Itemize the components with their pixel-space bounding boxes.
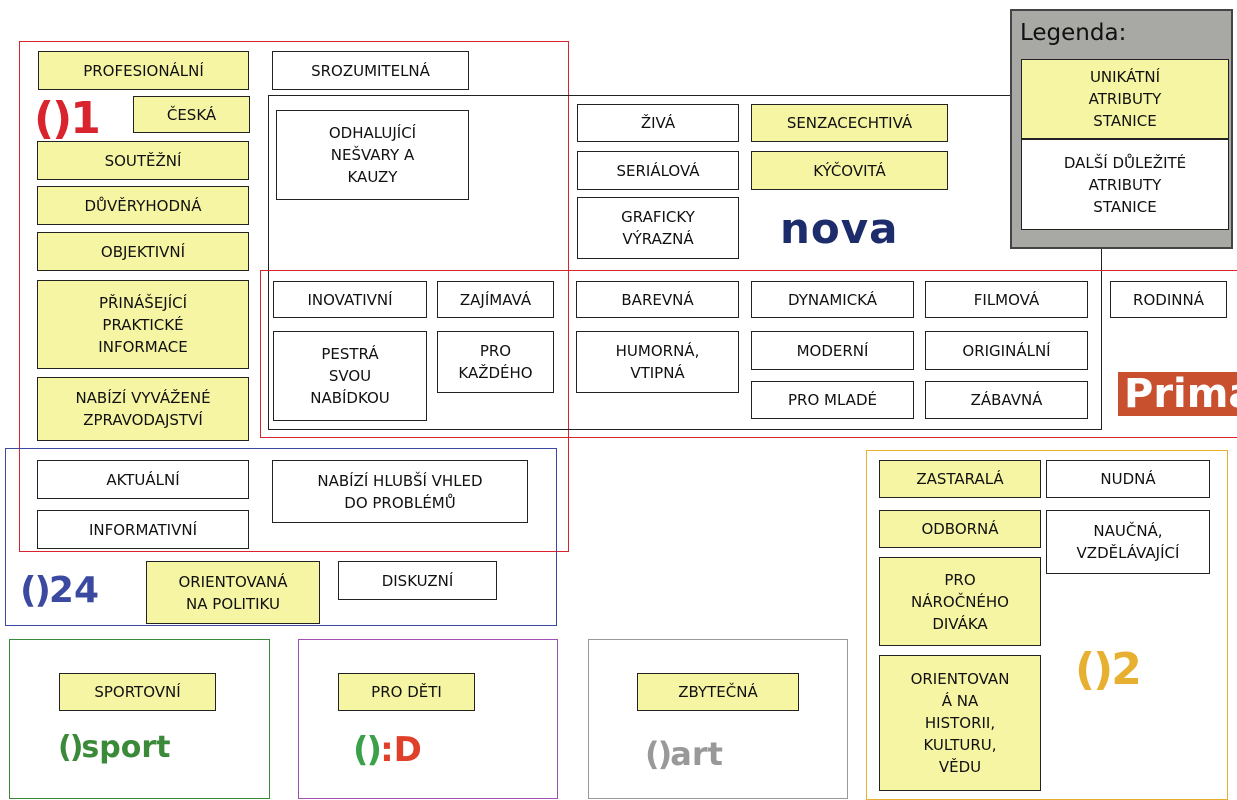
label-soutezni: SOUTĚŽNÍ (37, 141, 249, 180)
ct24-logo: ()24 (20, 573, 99, 609)
legend-other: DALŠÍ DŮLEŽITÉ ATRIBUTY STANICE (1021, 139, 1229, 230)
label-odhalujici: ODHALUJÍCÍ NEŠVARY A KAUZY (276, 110, 469, 200)
label-nudna: NUDNÁ (1046, 460, 1210, 498)
sport-logo: ()sport (58, 733, 171, 763)
legend-unique: UNIKÁTNÍ ATRIBUTY STANICE (1021, 59, 1229, 139)
legend-title: Legenda: (1020, 20, 1127, 46)
label-informativni: INFORMATIVNÍ (37, 510, 249, 549)
label-srozumitelna: SROZUMITELNÁ (272, 51, 469, 90)
label-barevna: BAREVNÁ (576, 281, 739, 318)
label-serialova: SERIÁLOVÁ (577, 151, 739, 190)
label-sportovni: SPORTOVNÍ (59, 673, 216, 711)
label-odborna: ODBORNÁ (879, 510, 1041, 548)
nova-logo: nova (780, 204, 899, 253)
label-dynamicka: DYNAMICKÁ (751, 281, 914, 318)
label-narocneho: PRO NÁROČNÉHO DIVÁKA (879, 557, 1041, 646)
art-frame (588, 639, 848, 799)
label-senzacechtiva: SENZACECHTIVÁ (751, 104, 948, 142)
label-pro-kazdeho: PRO KAŽDÉHO (437, 331, 554, 393)
ct1-logo-text: 1 (70, 93, 101, 144)
label-filmova: FILMOVÁ (925, 281, 1088, 318)
dd-logo: ():D (353, 733, 422, 767)
label-hlubsi-vhled: NABÍZÍ HLUBŠÍ VHLED DO PROBLÉMŮ (272, 460, 528, 523)
sport-brackets-icon: () (58, 730, 83, 765)
dd-logo-text: :D (380, 730, 422, 770)
art-logo-text: art (670, 735, 723, 773)
label-zbytecna: ZBYTEČNÁ (637, 673, 799, 711)
ct2-logo-text: 2 (1111, 644, 1142, 695)
label-zastarala: ZASTARALÁ (879, 460, 1041, 498)
ct2-brackets-icon: () (1075, 644, 1113, 695)
label-naucna: NAUČNÁ, VZDĚLÁVAJÍCÍ (1046, 510, 1210, 574)
ct1-frame (19, 41, 569, 552)
label-graficky: GRAFICKY VÝRAZNÁ (577, 197, 739, 259)
label-historii: ORIENTOVAN Á NA HISTORII, KULTURU, VĚDU (879, 655, 1041, 791)
prima-frame (260, 270, 1237, 438)
label-duveryhodna: DŮVĚRYHODNÁ (37, 186, 249, 225)
sport-logo-text: sport (81, 730, 171, 765)
nova-frame (268, 95, 1102, 430)
label-pro-mlade: PRO MLADÉ (751, 381, 914, 419)
art-brackets-icon: () (645, 735, 672, 773)
art-logo: ()art (645, 738, 723, 770)
label-orientovana-politika: ORIENTOVANÁ NA POLITIKU (146, 561, 320, 624)
label-objektivni: OBJEKTIVNÍ (37, 232, 249, 271)
dd-frame (298, 639, 558, 799)
ct24-brackets-icon: () (20, 570, 51, 611)
label-aktualni: AKTUÁLNÍ (37, 460, 249, 499)
label-diskuzni: DISKUZNÍ (338, 561, 497, 600)
label-rodinna: RODINNÁ (1110, 281, 1227, 318)
sport-frame (9, 639, 270, 799)
prima-logo: Prima (1118, 372, 1237, 416)
label-kycovita: KÝČOVITÁ (751, 151, 948, 190)
ct1-brackets-icon: () (34, 93, 72, 144)
label-profesionalni: PROFESIONÁLNÍ (38, 51, 249, 90)
dd-brackets-icon: () (353, 730, 382, 770)
label-prinasejici: PŘINÁŠEJÍCÍ PRAKTICKÉ INFORMACE (37, 280, 249, 369)
label-moderni: MODERNÍ (751, 331, 914, 370)
label-pro-deti: PRO DĚTI (338, 673, 475, 711)
label-inovativni: INOVATIVNÍ (273, 281, 427, 318)
label-pestra: PESTRÁ SVOU NABÍDKOU (273, 331, 427, 421)
label-zabavna: ZÁBAVNÁ (925, 381, 1088, 419)
label-ceska: ČESKÁ (133, 96, 250, 133)
label-zajimava: ZAJÍMAVÁ (437, 281, 554, 318)
label-ziva: ŽIVÁ (577, 104, 739, 142)
label-humorna: HUMORNÁ, VTIPNÁ (576, 331, 739, 393)
ct2-logo: ()2 (1075, 648, 1142, 692)
ct24-logo-text: 24 (48, 570, 100, 611)
label-originalni: ORIGINÁLNÍ (925, 331, 1088, 370)
ct24-frame (5, 448, 557, 626)
label-nabizi-vyvazene: NABÍZÍ VYVÁŽENÉ ZPRAVODAJSTVÍ (37, 377, 249, 441)
ct1-logo: ()1 (34, 97, 101, 141)
